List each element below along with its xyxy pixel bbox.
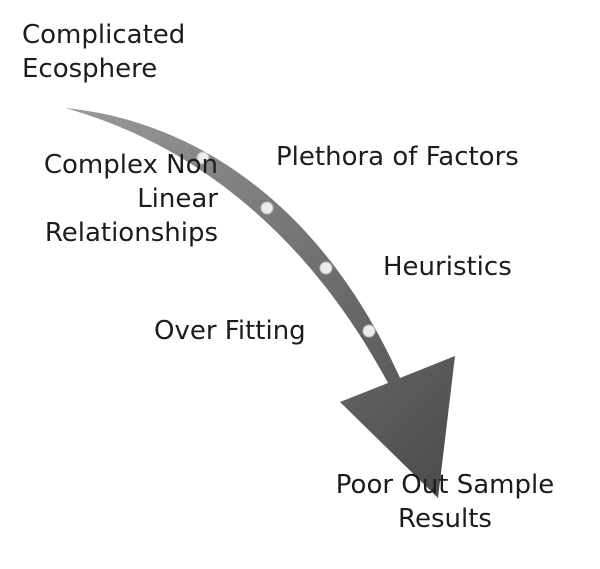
- label-plethora-of-factors: Plethora of Factors: [276, 140, 519, 174]
- arrow-dot: [196, 151, 210, 165]
- label-poor-out-sample-results: Poor Out Sample Results: [305, 468, 585, 536]
- label-line: Complex Non: [43, 150, 218, 180]
- label-complicated-ecosphere: Complicated Ecosphere: [22, 18, 185, 86]
- label-line: Heuristics: [383, 252, 512, 282]
- arrow-dot: [362, 324, 376, 338]
- label-line: Linear: [137, 184, 218, 214]
- label-complex-non-linear-relationships: Complex Non Linear Relationships: [18, 148, 218, 250]
- arrow-dots: [196, 151, 376, 338]
- label-line: Complicated: [22, 20, 186, 50]
- curved-arrow: [65, 108, 455, 498]
- label-over-fitting: Over Fitting: [154, 314, 306, 348]
- label-heuristics: Heuristics: [383, 250, 512, 284]
- arrow-dot: [260, 201, 274, 215]
- label-line: Over Fitting: [154, 316, 306, 346]
- label-line: Relationships: [44, 218, 218, 248]
- label-line: Poor Out Sample: [335, 470, 555, 500]
- label-line: Plethora of Factors: [276, 142, 519, 172]
- label-line: Ecosphere: [22, 54, 158, 84]
- arrow-dot: [319, 261, 333, 275]
- label-line: Results: [398, 504, 492, 534]
